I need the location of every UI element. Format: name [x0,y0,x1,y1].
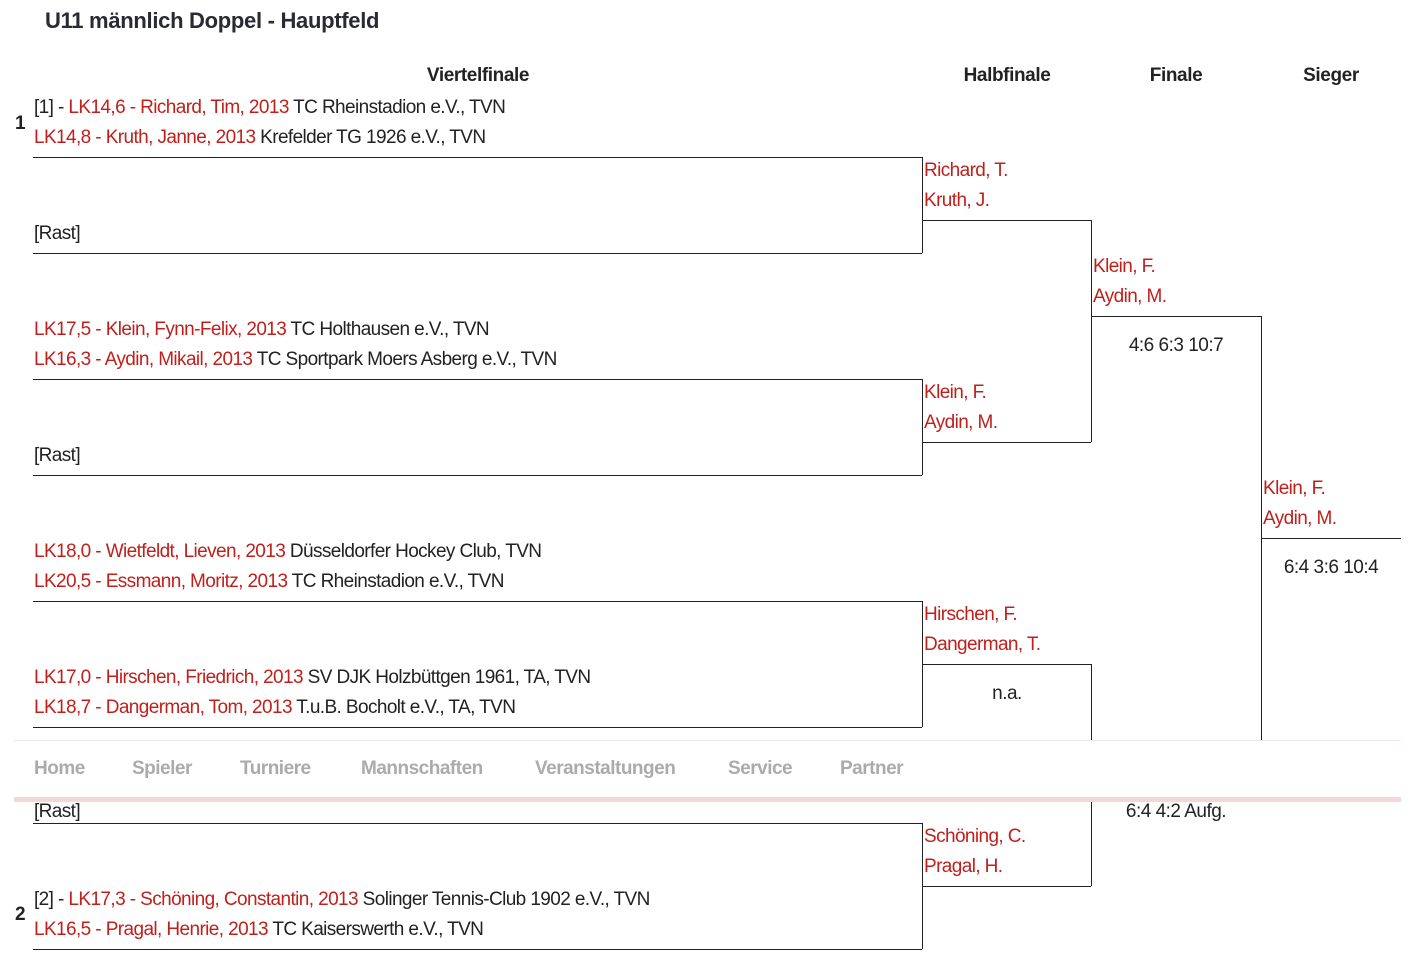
player-entry[interactable]: LK17,5 - Klein, Fynn-Felix, 2013 TC Holt… [34,318,490,342]
bracket-line [922,157,923,253]
bracket-line [33,475,922,476]
player-club: TC Rheinstadion e.V., TVN [287,571,505,592]
player-club: Krefelder TG 1926 e.V., TVN [255,127,486,148]
bracket-line [33,253,922,254]
player-name[interactable]: LK14,6 - Richard, Tim, 2013 [68,97,289,118]
player-entry[interactable]: LK18,7 - Dangerman, Tom, 2013 T.u.B. Boc… [34,696,516,720]
semifinal-player[interactable]: Klein, F. [924,382,987,403]
seed-label: [1] - [34,97,69,118]
player-entry[interactable]: LK14,8 - Kruth, Janne, 2013 Krefelder TG… [34,126,486,150]
bracket-line [33,379,922,380]
bracket-line [1261,538,1401,539]
player-club: SV DJK Holzbüttgen 1961, TA, TVN [302,667,591,688]
semifinal-player[interactable]: Dangerman, T. [924,634,1041,655]
bracket-line [922,886,1091,887]
semifinal-player[interactable]: Aydin, M. [924,412,998,433]
bracket-line [922,220,1091,221]
seed-number: 2 [15,904,26,925]
player-name[interactable]: LK17,0 - Hirschen, Friedrich, 2013 [34,667,304,688]
round-header-winner: Sieger [1303,65,1359,86]
final-player[interactable]: Aydin, M. [1093,286,1167,307]
match-score: 6:4 4:2 Aufg. [1125,801,1227,822]
round-header-semifinal: Halbfinale [963,65,1051,86]
player-club: Düsseldorfer Hockey Club, TVN [285,541,542,562]
bracket-line [33,157,922,158]
winner-player[interactable]: Klein, F. [1263,478,1326,499]
nav-spieler[interactable]: Spieler [132,758,192,779]
player-name[interactable]: LK16,3 - Aydin, Mikail, 2013 [34,349,253,370]
player-name[interactable]: LK14,8 - Kruth, Janne, 2013 [34,127,256,148]
bye-entry: [Rast] [34,223,81,244]
bye-entry: [Rast] [34,445,81,466]
nav-veranstaltungen[interactable]: Veranstaltungen [535,758,676,779]
nav-home[interactable]: Home [34,758,85,779]
match-score: 4:6 6:3 10:7 [1128,335,1224,356]
player-name[interactable]: LK17,3 - Schöning, Constantin, 2013 [68,889,358,910]
winner-player[interactable]: Aydin, M. [1263,508,1337,529]
nav-turniere[interactable]: Turniere [240,758,311,779]
semifinal-player[interactable]: Richard, T. [924,160,1008,181]
bracket-line [33,949,922,950]
player-club: TC Sportpark Moers Asberg e.V., TVN [252,349,558,370]
main-navigation: Home Spieler Turniere Mannschaften Veran… [14,740,1401,802]
player-club: TC Kaiserswerth e.V., TVN [267,919,484,940]
round-header-quarterfinal: Viertelfinale [426,65,530,86]
player-entry[interactable]: [2] - LK17,3 - Schöning, Constantin, 201… [34,888,650,912]
final-player[interactable]: Klein, F. [1093,256,1156,277]
player-club: TC Rheinstadion e.V., TVN [288,97,506,118]
bracket-line [922,442,1091,443]
nav-service[interactable]: Service [728,758,793,779]
bracket-line [922,379,923,475]
player-club: T.u.B. Bocholt e.V., TA, TVN [291,697,516,718]
player-club: TC Holthausen e.V., TVN [286,319,490,340]
player-name[interactable]: LK16,5 - Pragal, Henrie, 2013 [34,919,269,940]
player-entry[interactable]: [1] - LK14,6 - Richard, Tim, 2013 TC Rhe… [34,96,506,120]
seed-label: [2] - [34,889,69,910]
player-name[interactable]: LK18,0 - Wietfeldt, Lieven, 2013 [34,541,286,562]
bye-entry: [Rast] [34,801,81,822]
semifinal-player[interactable]: Hirschen, F. [924,604,1018,625]
match-score: 6:4 3:6 10:4 [1283,557,1379,578]
player-entry[interactable]: LK17,0 - Hirschen, Friedrich, 2013 SV DJ… [34,666,591,690]
semifinal-player[interactable]: Pragal, H. [924,856,1003,877]
player-entry[interactable]: LK18,0 - Wietfeldt, Lieven, 2013 Düsseld… [34,540,542,564]
player-name[interactable]: LK20,5 - Essmann, Moritz, 2013 [34,571,288,592]
bracket-line [1091,220,1092,442]
player-name[interactable]: LK17,5 - Klein, Fynn-Felix, 2013 [34,319,287,340]
page-title: U11 männlich Doppel - Hauptfeld [45,8,380,33]
bracket-line [33,601,922,602]
player-club: Solinger Tennis-Club 1902 e.V., TVN [357,889,651,910]
nav-partner[interactable]: Partner [840,758,904,779]
semifinal-player[interactable]: Schöning, C. [924,826,1026,847]
bracket-line [33,823,922,824]
round-header-final: Finale [1149,65,1203,86]
player-name[interactable]: LK18,7 - Dangerman, Tom, 2013 [34,697,293,718]
bracket-line [922,664,1091,665]
match-score: n.a. [992,683,1022,704]
player-entry[interactable]: LK16,3 - Aydin, Mikail, 2013 TC Sportpar… [34,348,557,372]
nav-mannschaften[interactable]: Mannschaften [361,758,483,779]
bracket-line [1091,316,1261,317]
player-entry[interactable]: LK20,5 - Essmann, Moritz, 2013 TC Rheins… [34,570,504,594]
bracket-line [33,727,922,728]
bracket-line [1261,316,1262,776]
player-entry[interactable]: LK16,5 - Pragal, Henrie, 2013 TC Kaisers… [34,918,484,942]
seed-number: 1 [15,113,26,134]
semifinal-player[interactable]: Kruth, J. [924,190,990,211]
